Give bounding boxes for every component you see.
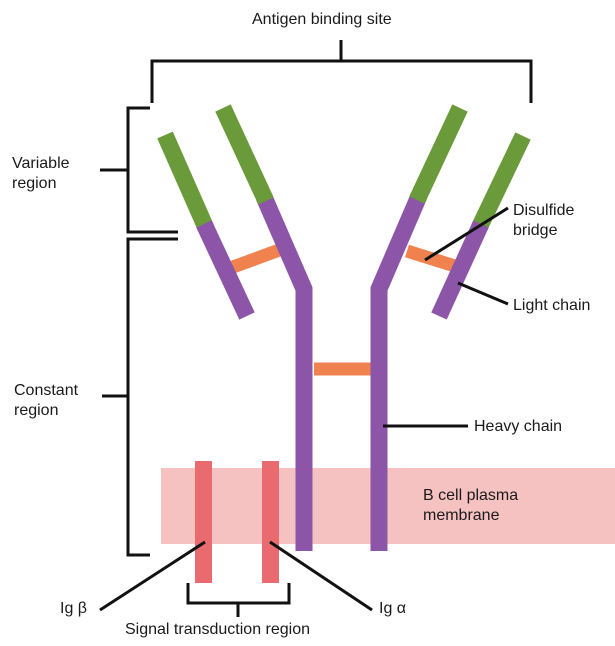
membrane-label-line1: B cell plasma	[423, 486, 518, 506]
antigen-binding-bracket	[152, 61, 531, 103]
heavy-chain-right-variable	[417, 108, 460, 200]
light-chain-leader	[458, 283, 508, 304]
variable-region-bracket	[128, 108, 178, 232]
light-chain-label: Light chain	[513, 296, 590, 316]
constant-region-label-line2: region	[14, 401, 78, 421]
ig-beta-label: Ig β	[60, 599, 87, 619]
disulfide-bridge-label-line1: Disulfide	[513, 201, 574, 221]
signal-transduction-label: Signal transduction region	[125, 620, 310, 640]
disulfide-bridge-right-arm	[407, 251, 458, 267]
disulfide-bridge-left-arm	[233, 249, 282, 267]
disulfide-bridge-label: Disulfide bridge	[513, 201, 574, 241]
ig-alpha-label: Ig α	[379, 599, 406, 619]
variable-region-label-line2: region	[12, 174, 70, 194]
ig-alpha-protein	[262, 461, 279, 583]
constant-region-label: Constant region	[14, 381, 78, 421]
variable-region-label: Variable region	[12, 154, 70, 194]
ig-beta-protein	[195, 461, 212, 583]
antigen-binding-site-label: Antigen binding site	[252, 10, 392, 30]
light-chain-left-variable	[165, 135, 206, 228]
ig-alpha-leader	[270, 542, 372, 610]
constant-region-label-line1: Constant	[14, 381, 78, 401]
membrane-label: B cell plasma membrane	[423, 486, 518, 526]
heavy-chain-label: Heavy chain	[474, 417, 562, 437]
disulfide-bridge-label-line2: bridge	[513, 221, 574, 241]
signal-transduction-bracket	[188, 583, 289, 603]
variable-region-label-line1: Variable	[12, 154, 70, 174]
heavy-chain-left-variable	[223, 108, 266, 201]
plasma-membrane	[161, 468, 615, 544]
membrane-label-line2: membrane	[423, 506, 518, 526]
disulfide-bridges	[233, 249, 458, 369]
